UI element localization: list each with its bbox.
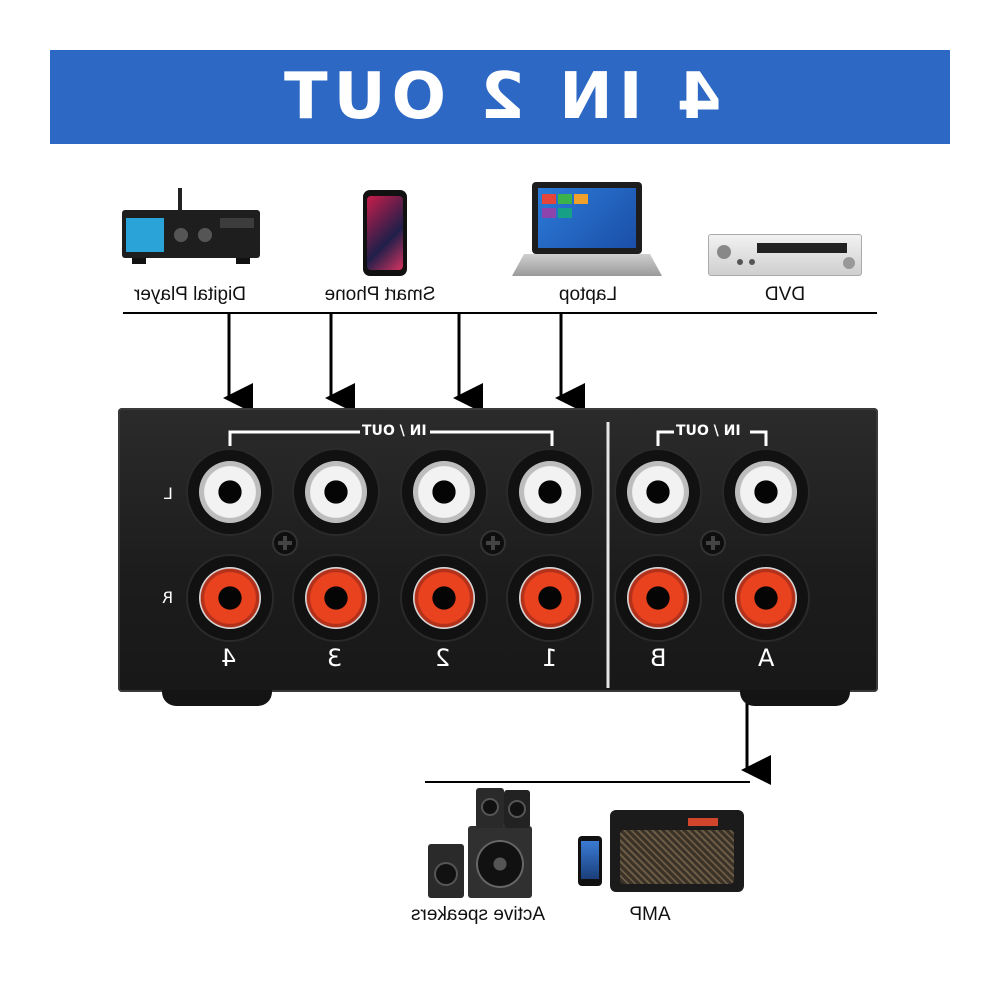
screw (702, 532, 724, 554)
jack-output-b-left[interactable] (616, 450, 700, 534)
jack-input-3-left[interactable] (294, 450, 378, 534)
input-number-4: 4 (221, 644, 237, 672)
device-foot (740, 690, 850, 706)
laptop-icon (512, 182, 662, 278)
jack-input-2-left[interactable] (402, 450, 486, 534)
jack-input-4-left[interactable] (188, 450, 272, 534)
title-banner: 4 IN 2 OUT (50, 50, 950, 144)
screw (482, 532, 504, 554)
device-foot (162, 690, 272, 706)
row-label-right: R (162, 588, 174, 607)
jack-input-1-right[interactable] (508, 556, 592, 640)
input-group-label: IN / OUT (362, 423, 427, 439)
jack-input-3-right[interactable] (294, 556, 378, 640)
output-letter-a: A (758, 644, 775, 672)
output-label-active-speakers: Active speakers (410, 904, 546, 925)
output-letter-b: B (650, 644, 667, 672)
source-label-laptop: Laptop (558, 284, 618, 305)
source-label-dvd: DVD (764, 284, 806, 305)
row-label-left: L (164, 484, 173, 503)
audio-switcher-device: IN / OUT IN / OUT L R 4 3 2 1 B A (118, 408, 878, 692)
output-group-label: IN / OUT (676, 423, 741, 439)
input-number-2: 2 (435, 644, 451, 672)
amp-speaker-icon (578, 806, 748, 896)
smartphone-icon (363, 190, 407, 276)
digital-player-icon (122, 188, 260, 268)
jack-input-1-left[interactable] (508, 450, 592, 534)
output-label-amp: AMP (629, 904, 671, 925)
screw (274, 532, 296, 554)
jack-output-a-right[interactable] (724, 556, 808, 640)
source-label-digital-player: Digital Player (134, 284, 246, 305)
input-number-3: 3 (327, 644, 343, 672)
active-speakers-icon (424, 788, 534, 900)
device-graphics (228, 422, 768, 688)
jack-input-2-right[interactable] (402, 556, 486, 640)
jack-output-a-left[interactable] (724, 450, 808, 534)
jack-output-b-right[interactable] (616, 556, 700, 640)
jack-input-4-right[interactable] (188, 556, 272, 640)
dvd-player-icon (708, 234, 862, 276)
input-number-1: 1 (542, 644, 558, 672)
source-label-smart-phone: Smart Phone (324, 284, 436, 305)
